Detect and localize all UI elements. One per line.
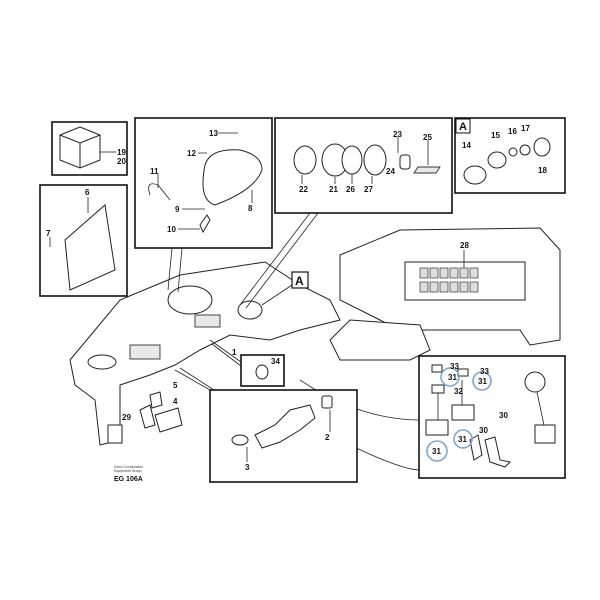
dashboard-assembly [69, 261, 341, 446]
label-27: 27 [364, 185, 373, 194]
label-6: 6 [85, 188, 90, 197]
label-8: 8 [248, 204, 253, 213]
label-19: 19 [117, 148, 126, 157]
caption-code: EG 106A [114, 476, 143, 483]
label-3: 3 [245, 463, 250, 472]
box-plug: 34 [209, 339, 285, 387]
label-33-a: 33 [450, 362, 459, 371]
label-32: 32 [454, 387, 463, 396]
label-22: 22 [299, 185, 308, 194]
label-2: 2 [325, 433, 330, 442]
label-9: 9 [175, 205, 180, 214]
box-detail-A: A 14 15 16 17 18 [454, 117, 566, 194]
label-21: 21 [329, 185, 338, 194]
label-25: 25 [423, 133, 432, 142]
label-20: 20 [117, 157, 126, 166]
label-11: 11 [150, 167, 159, 176]
label-31-c: 31 [432, 447, 441, 456]
label-13: 13 [209, 129, 218, 138]
label-23: 23 [393, 130, 402, 139]
label-1: 1 [232, 348, 237, 357]
label-26: 26 [346, 185, 355, 194]
box-switch-panel: 6 7 [39, 184, 128, 297]
detail-A-title: A [459, 121, 467, 133]
label-30-a: 30 [499, 411, 508, 420]
cab-panel [299, 227, 561, 471]
label-4: 4 [173, 397, 178, 406]
label-30-b: 30 [479, 426, 488, 435]
callout-A: A [261, 271, 309, 306]
label-29: 29 [122, 413, 131, 422]
box-control-switches: 33 31 33 31 32 30 30 31 31 [418, 355, 566, 479]
box-ignition-lock: 22 21 26 27 23 25 24 [239, 117, 453, 309]
caption-company-1: Volvo Construction [114, 465, 143, 469]
label-14: 14 [462, 141, 471, 150]
label-12: 12 [187, 149, 196, 158]
callout-A-label: A [295, 274, 304, 288]
label-31-d: 31 [458, 435, 467, 444]
label-7: 7 [46, 229, 51, 238]
label-24: 24 [386, 167, 395, 176]
label-16: 16 [508, 127, 517, 136]
label-31-a: 31 [448, 373, 457, 382]
label-18: 18 [538, 166, 547, 175]
box-stalk-switch: 2 3 [174, 367, 358, 483]
label-5: 5 [173, 381, 178, 390]
caption: Volvo Construction Equipment Group EG 10… [114, 465, 143, 483]
label-34: 34 [271, 357, 280, 366]
label-33-b: 33 [480, 367, 489, 376]
caption-company-2: Equipment Group [114, 469, 141, 473]
label-17: 17 [521, 124, 530, 133]
box-decal-kit: 19 20 [51, 121, 128, 176]
label-31-b: 31 [478, 377, 487, 386]
box-instrument-cluster: 13 12 11 8 9 10 [134, 117, 273, 293]
label-28: 28 [460, 241, 469, 250]
label-10: 10 [167, 225, 176, 234]
label-15: 15 [491, 131, 500, 140]
